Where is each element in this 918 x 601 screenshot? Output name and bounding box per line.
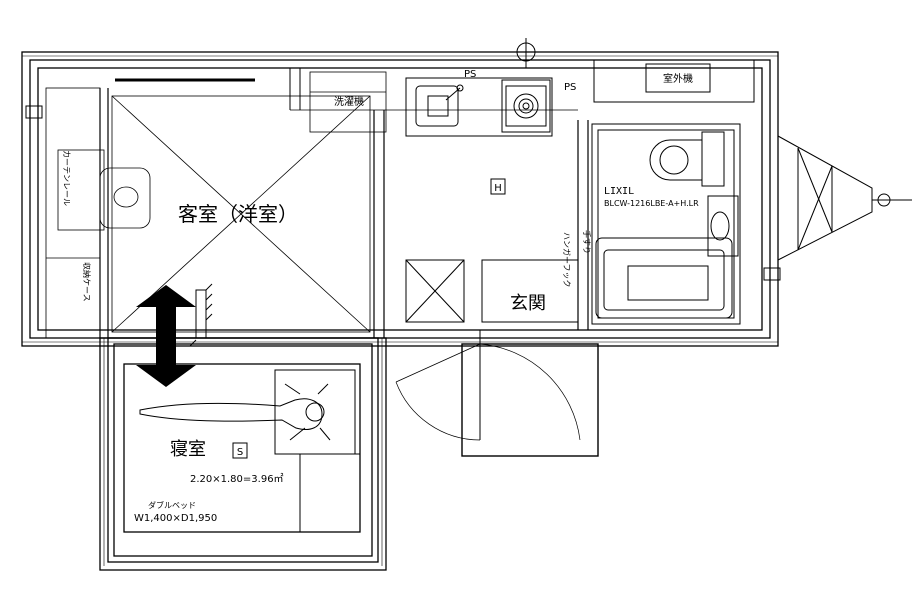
heater-icon: H [490, 178, 506, 195]
entrance-floor [481, 259, 579, 323]
double-bed-icon [123, 363, 361, 533]
ps-label-left: PS [464, 69, 476, 80]
double-arrow-icon [136, 285, 196, 387]
heater-mark: H [494, 183, 502, 194]
pipe-shaft-circle-icon [514, 38, 538, 68]
guest-room-ceiling-x [111, 95, 371, 333]
outdoor-unit-icon [593, 59, 755, 103]
stove-icon [501, 79, 551, 133]
sink-icon [415, 84, 464, 127]
chair-icon [57, 149, 151, 231]
entrance-label: 玄関 [510, 293, 546, 314]
unit-bath [591, 123, 741, 325]
bath-handrail-label: 手すり [582, 230, 592, 254]
washer-icon [309, 71, 387, 133]
interior-walls [45, 87, 589, 339]
bedroom-mark-text: S [237, 447, 243, 458]
trailer-hitch [777, 135, 912, 261]
kitchen-counter [405, 77, 553, 137]
toilet-icon [649, 131, 725, 187]
bedroom-label: 寝室 [170, 439, 206, 460]
outer-walls [21, 51, 779, 347]
wall-stub [189, 283, 213, 347]
bed-type: ダブルベッド [148, 500, 196, 510]
entrance-storage-x [405, 259, 465, 323]
jack-icons [25, 105, 781, 281]
window-top [115, 68, 301, 110]
curtain-rail-label: カーテンレール [62, 150, 71, 206]
ps-label-right: PS [564, 82, 576, 93]
storage-case-label: 収納ケース [82, 262, 92, 302]
bathtub-icon [595, 237, 733, 319]
entrance-door [395, 330, 599, 457]
hanger-hook-label: ハンガーフック [562, 232, 572, 288]
bed-size: W1,400×D1,950 [134, 513, 217, 524]
outdoor-unit-label: 室外機 [663, 72, 693, 85]
unit-bath-model: BLCW-1216LBE-A+H.LR [604, 199, 699, 208]
bedroom-mark: S [232, 442, 248, 459]
washer-label: 洗濯機 [334, 95, 364, 108]
guest-room-label: 客室（洋室） [178, 202, 298, 226]
washbasin-icon [707, 195, 739, 257]
bedroom-walls [99, 337, 387, 571]
unit-bath-maker: LIXIL [604, 186, 634, 197]
bedroom-area: 2.20×1.80=3.96㎡ [190, 473, 284, 485]
